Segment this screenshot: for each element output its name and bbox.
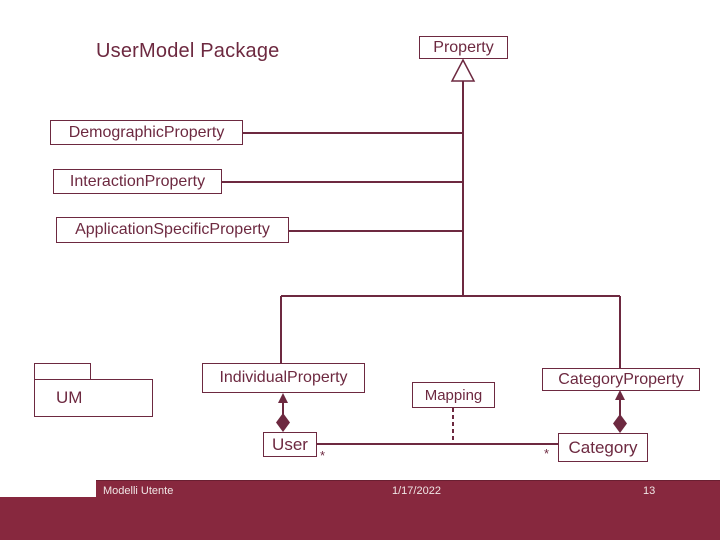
footer-course-label: Modelli Utente: [103, 485, 174, 497]
class-box-demographic-property: DemographicProperty: [50, 120, 243, 145]
multiplicity-category-end: *: [544, 446, 550, 461]
page-title: UserModel Package: [96, 40, 280, 62]
class-box-category: Category: [558, 433, 648, 462]
navigability-arrow-icon: [278, 393, 288, 403]
generalization-triangle-icon: [450, 58, 476, 82]
um-package-label: UM: [56, 388, 83, 407]
footer-bar-left-extension: [0, 497, 96, 540]
class-box-individual-property: IndividualProperty: [202, 363, 365, 393]
class-box-property: Property: [419, 36, 508, 59]
class-box-category-property: CategoryProperty: [542, 368, 700, 391]
composition-diamond-icon: [276, 413, 290, 432]
class-box-mapping: Mapping: [412, 382, 495, 408]
class-box-user: User: [263, 432, 317, 457]
navigability-arrow-icon: [615, 390, 625, 400]
footer-bar: [96, 480, 720, 540]
um-package-body: UM: [34, 379, 153, 417]
composition-diamond-icon: [613, 414, 627, 433]
multiplicity-user-end: *: [320, 448, 326, 463]
footer-page-number: 13: [643, 485, 656, 497]
um-package-tab: [34, 363, 91, 380]
class-box-interaction-property: InteractionProperty: [53, 169, 222, 194]
footer-date: 1/17/2022: [392, 485, 441, 497]
class-box-application-specific-property: ApplicationSpecificProperty: [56, 217, 289, 243]
